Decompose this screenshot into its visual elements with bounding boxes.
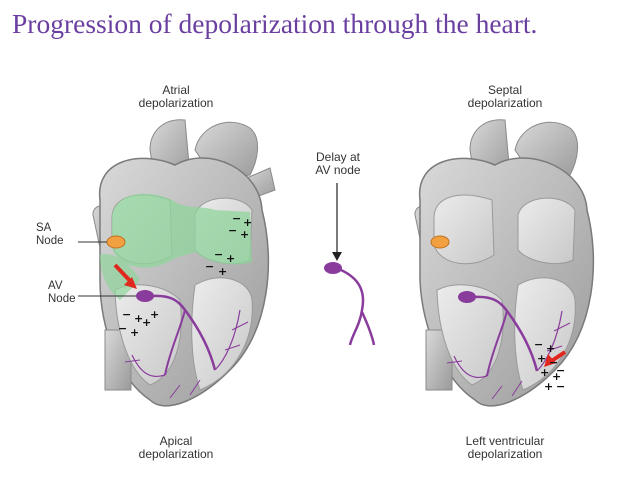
svg-text:−: − bbox=[549, 356, 558, 369]
svg-text:+: + bbox=[150, 308, 159, 321]
svg-text:+: + bbox=[537, 352, 546, 365]
svg-text:−: − bbox=[556, 364, 565, 377]
svg-text:+: + bbox=[552, 370, 561, 383]
svg-text:+: + bbox=[540, 366, 549, 379]
svg-text:−: − bbox=[118, 322, 127, 335]
svg-text:−: − bbox=[232, 212, 241, 225]
svg-text:+: + bbox=[226, 252, 235, 265]
svg-text:+: + bbox=[240, 228, 249, 241]
sa-node-marker bbox=[106, 235, 126, 249]
page-title: Progression of depolarization through th… bbox=[12, 8, 538, 39]
svg-text:−: − bbox=[122, 308, 131, 321]
av-node-marker bbox=[136, 290, 154, 302]
svg-text:+: + bbox=[142, 316, 151, 329]
left-heart: −+ −+ −+ −+ −+ −+ ++ bbox=[78, 119, 276, 407]
av-node-delay bbox=[324, 183, 376, 346]
svg-text:−: − bbox=[534, 338, 543, 351]
svg-text:−: − bbox=[205, 260, 214, 273]
svg-text:+: + bbox=[134, 312, 143, 325]
svg-text:+: + bbox=[243, 216, 252, 229]
svg-text:−: − bbox=[214, 248, 223, 261]
svg-text:+: + bbox=[130, 326, 139, 339]
svg-text:−: − bbox=[228, 224, 237, 237]
svg-text:+: + bbox=[218, 265, 227, 278]
svg-text:−: − bbox=[556, 380, 565, 393]
svg-text:+: + bbox=[544, 380, 553, 393]
right-heart: −+ +− ++ +− − bbox=[414, 119, 595, 407]
svg-text:+: + bbox=[546, 342, 555, 355]
